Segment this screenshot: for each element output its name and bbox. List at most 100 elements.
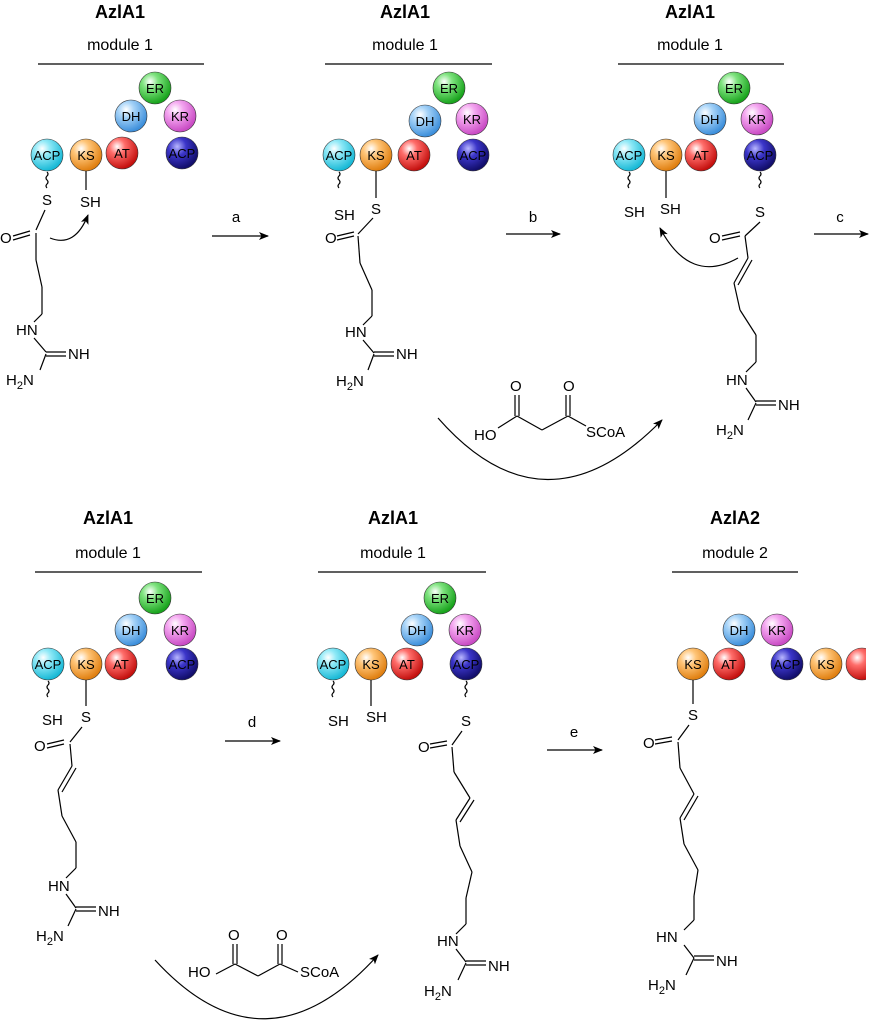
svg-text:AT: AT — [406, 148, 422, 163]
panel-1: AzlA1 module 1 ER DH KR ACP KS AT ACP S … — [0, 2, 204, 392]
domain-acp: ACP — [612, 138, 646, 172]
svg-text:AT: AT — [114, 146, 130, 161]
domain-at: AT — [105, 136, 139, 170]
domain-er: ER — [432, 71, 466, 105]
sulfur-atom: S — [371, 201, 381, 218]
amine-h2n: H2N — [6, 372, 34, 392]
amine-hn: HN — [48, 878, 70, 895]
panel-4: AzlA1 module 1 ER DH KR ACP KS AT ACP SH… — [31, 508, 379, 1020]
svg-text:O: O — [563, 378, 575, 395]
domain-kr: KR — [740, 102, 774, 136]
domain-acp: ACP — [322, 138, 356, 172]
sulfur-atom: S — [81, 709, 91, 726]
panel-3-title: AzlA1 — [665, 2, 715, 22]
svg-text:ER: ER — [146, 81, 164, 96]
svg-text:c: c — [836, 209, 844, 226]
step-arrow-a: a — [212, 209, 269, 240]
svg-text:ER: ER — [440, 81, 458, 96]
carbonyl-oxygen: O — [34, 738, 46, 755]
domain-at: AT — [390, 647, 424, 681]
svg-text:HO: HO — [474, 427, 497, 444]
carbonyl-oxygen: O — [0, 230, 12, 247]
svg-text:ACP: ACP — [320, 657, 347, 672]
domain-acp: ACP — [30, 138, 64, 172]
imine-nh: NH — [778, 397, 800, 414]
svg-text:KR: KR — [171, 109, 189, 124]
domain-kr: KR — [448, 613, 482, 647]
amine-hn: HN — [345, 324, 367, 341]
svg-text:KS: KS — [77, 657, 95, 672]
imine-nh: NH — [488, 958, 510, 975]
domain-er: ER — [717, 71, 751, 105]
svg-text:ACP: ACP — [169, 657, 196, 672]
domain-acp: ACP — [165, 647, 199, 681]
domain-er: ER — [138, 581, 172, 615]
imine-nh: NH — [716, 953, 738, 970]
svg-text:KR: KR — [456, 623, 474, 638]
panel-4-title: AzlA1 — [83, 508, 133, 528]
panel-5: AzlA1 module 1 ER DH KR ACP KS AT ACP SH… — [316, 508, 510, 1003]
svg-text:ACP: ACP — [774, 657, 801, 672]
amine-hn: HN — [437, 933, 459, 950]
svg-text:KR: KR — [768, 623, 786, 638]
svg-text:d: d — [248, 714, 256, 731]
svg-text:e: e — [570, 724, 578, 741]
svg-text:AT: AT — [693, 148, 709, 163]
svg-text:DH: DH — [408, 623, 427, 638]
domain-at: AT — [397, 138, 431, 172]
svg-text:KS: KS — [362, 657, 380, 672]
amine-hn: HN — [16, 322, 38, 339]
panel-2-title: AzlA1 — [380, 2, 430, 22]
domain-acp: ACP — [743, 138, 777, 172]
svg-text:ACP: ACP — [453, 657, 480, 672]
svg-text:DH: DH — [122, 623, 141, 638]
sulfur-atom: S — [42, 192, 52, 209]
svg-text:DH: DH — [701, 112, 720, 127]
domain-kr: KR — [163, 613, 197, 647]
imine-nh: NH — [396, 346, 418, 363]
svg-text:ACP: ACP — [169, 146, 196, 161]
imine-nh: NH — [98, 903, 120, 920]
panel-1-module: module 1 — [87, 37, 153, 54]
svg-text:DH: DH — [730, 623, 749, 638]
thiol-group: SH — [80, 194, 101, 211]
domain-kr: KR — [163, 99, 197, 133]
panel-2-module: module 1 — [372, 37, 438, 54]
thiol-group: SH — [328, 713, 349, 730]
svg-text:SCoA: SCoA — [586, 424, 625, 441]
domain-er: ER — [423, 581, 457, 615]
svg-text:KR: KR — [748, 112, 766, 127]
svg-text:ER: ER — [725, 81, 743, 96]
domain-at: AT — [104, 647, 138, 681]
amine-h2n: H2N — [336, 373, 364, 393]
thiol-group: SH — [334, 207, 355, 224]
domain-ks: KS — [809, 647, 843, 681]
domain-ks: KS — [354, 647, 388, 681]
domain-dh: DH — [408, 104, 442, 138]
domain-acp: ACP — [770, 647, 804, 681]
step-arrow-e: e — [547, 724, 603, 754]
domain-er: ER — [138, 71, 172, 105]
svg-text:SCoA: SCoA — [300, 964, 339, 981]
svg-text:KS: KS — [367, 148, 385, 163]
panel-4-module: module 1 — [75, 545, 141, 562]
sulfur-atom: S — [688, 707, 698, 724]
domain-ks: KS — [676, 647, 710, 681]
svg-text:KS: KS — [684, 657, 702, 672]
panel-6: AzlA2 module 2 DH KR KS AT ACP KS S O HN… — [643, 508, 873, 997]
sulfur-atom: S — [755, 204, 765, 221]
domain-ks: KS — [69, 647, 103, 681]
domain-kr: KR — [760, 613, 794, 647]
domain-dh: DH — [114, 99, 148, 133]
domain-dh: DH — [400, 613, 434, 647]
sulfur-atom: S — [461, 713, 471, 730]
thiol-group: SH — [660, 201, 681, 218]
svg-text:HO: HO — [188, 964, 211, 981]
malonyl-coa: O O HO SCoA — [474, 378, 625, 444]
carbonyl-oxygen: O — [325, 230, 337, 247]
amine-h2n: H2N — [36, 928, 64, 948]
step-arrow-d: d — [225, 714, 281, 745]
domain-acp: ACP — [316, 647, 350, 681]
panel-1-title: AzlA1 — [95, 2, 145, 22]
domain-at: AT — [712, 647, 746, 681]
